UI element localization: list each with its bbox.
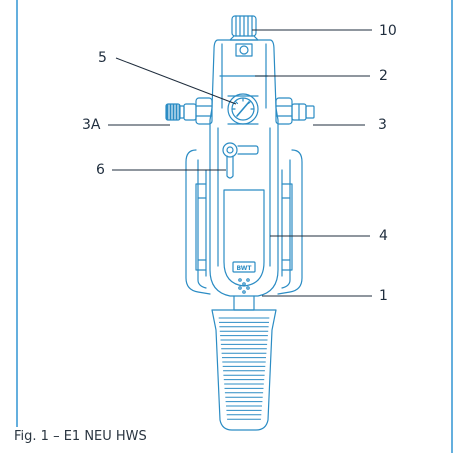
- leader-lines: [108, 29, 372, 297]
- bowl-ribs: [218, 317, 270, 420]
- top-knob: [229, 15, 259, 41]
- brand-label-box: [232, 261, 256, 273]
- callout-3: 3: [378, 117, 387, 133]
- bowl-neck: [233, 295, 255, 311]
- pressure-gauge: [227, 93, 259, 125]
- inlet-valve-ribs: [168, 104, 179, 120]
- callout-1: 1: [379, 288, 388, 304]
- bracket-inner-right: [281, 159, 291, 289]
- bracket-side-left: [195, 183, 207, 271]
- main-housing: [209, 39, 279, 297]
- wall-bracket: [185, 149, 303, 295]
- leader-line-5: [115, 57, 237, 105]
- callout-6: 6: [96, 162, 105, 178]
- callout-10: 10: [379, 23, 397, 39]
- callout-4: 4: [379, 228, 388, 244]
- brand-logo-top: [235, 43, 253, 57]
- filter-bowl: [211, 309, 277, 431]
- callout-5: 5: [98, 50, 107, 66]
- drain-holes: [238, 278, 250, 294]
- callout-2: 2: [379, 68, 388, 84]
- brand-logo-text: BWT: [237, 265, 253, 272]
- housing-lower-panel: [223, 189, 265, 287]
- callout-3A: 3A: [82, 117, 101, 133]
- outlet-connector-right: [275, 97, 315, 125]
- bracket-side-right: [281, 183, 293, 271]
- backwash-lever: [222, 142, 259, 179]
- bracket-inner-left: [197, 159, 207, 289]
- figure-caption: Fig. 1 – E1 NEU HWS: [14, 429, 147, 444]
